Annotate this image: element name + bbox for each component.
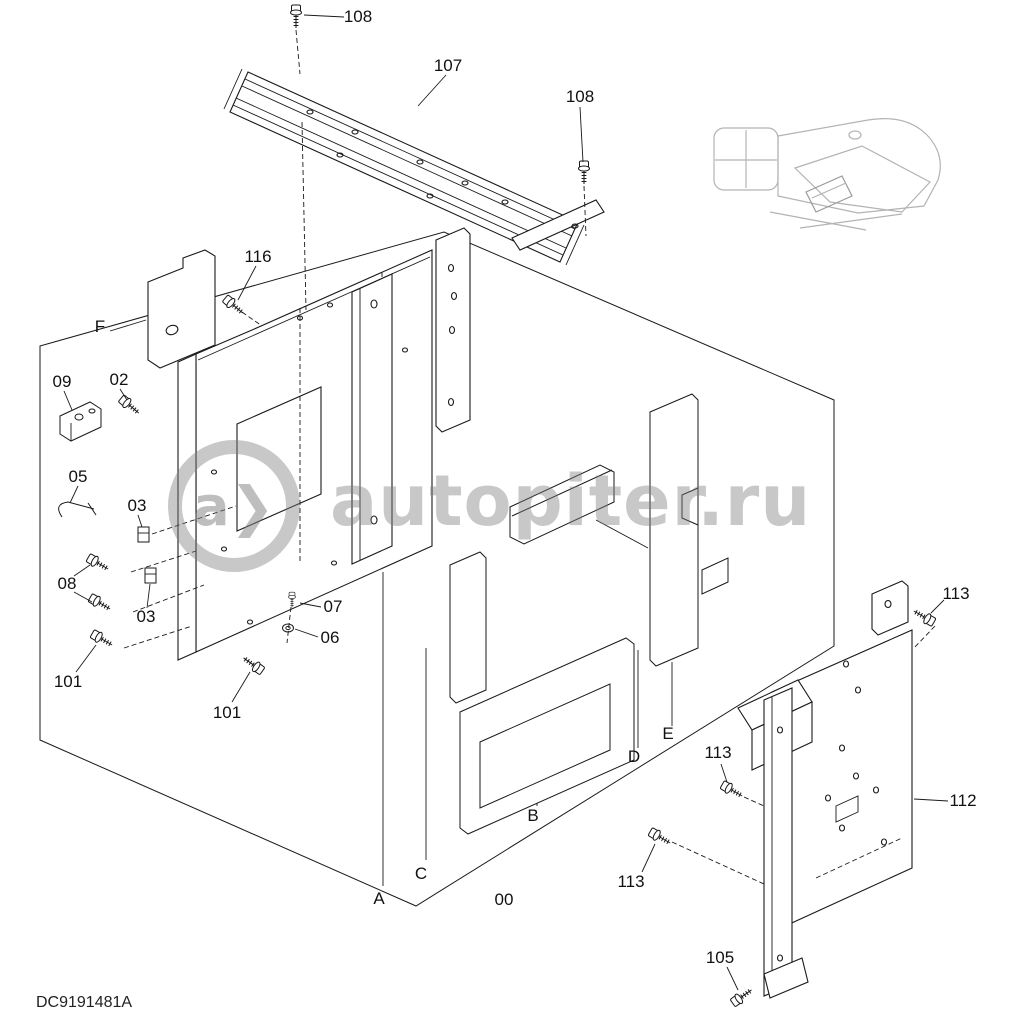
ref-label-d: D [627, 747, 641, 766]
part-label-03-lower: 03 [136, 607, 156, 626]
part-label-05: 05 [68, 467, 88, 486]
part-label-08: 08 [57, 574, 77, 593]
part-label-113-right: 113 [942, 584, 970, 603]
left-small-parts [58, 401, 294, 633]
part-label-112: 112 [949, 791, 977, 810]
right-assembly-112 [737, 580, 913, 999]
part-label-f: F [94, 317, 106, 336]
rail-107 [223, 68, 605, 266]
ref-label-a: A [373, 889, 385, 908]
part-label-107: 107 [433, 56, 463, 75]
assembly-box-outline [39, 231, 835, 907]
dashed-axes [123, 29, 936, 885]
part-label-03-upper: 03 [127, 496, 147, 515]
plate-f [147, 249, 216, 369]
part-label-07: 07 [323, 597, 343, 616]
leader-lines [63, 14, 949, 991]
ref-label-e: E [662, 724, 674, 743]
main-panel-assembly [177, 227, 471, 661]
drawing-code: DC9191481A [36, 994, 133, 1011]
middle-panels [449, 393, 729, 835]
part-label-101-left: 101 [53, 672, 83, 691]
part-label-02: 02 [109, 370, 129, 389]
part-label-113-lower: 113 [617, 872, 645, 891]
part-label-113-mid: 113 [704, 743, 732, 762]
part-label-105: 105 [705, 948, 735, 967]
part-label-06: 06 [320, 628, 340, 647]
ref-label-c: C [414, 864, 428, 883]
ref-label-00: 00 [494, 890, 514, 909]
part-label-101-mid: 101 [212, 703, 242, 722]
part-label-108-right: 108 [565, 87, 595, 106]
ref-label-b: B [527, 806, 539, 825]
machine-thumbnail [713, 118, 941, 231]
part-label-116: 116 [244, 247, 272, 266]
part-label-09: 09 [52, 372, 72, 391]
part-label-108-top: 108 [343, 7, 373, 26]
